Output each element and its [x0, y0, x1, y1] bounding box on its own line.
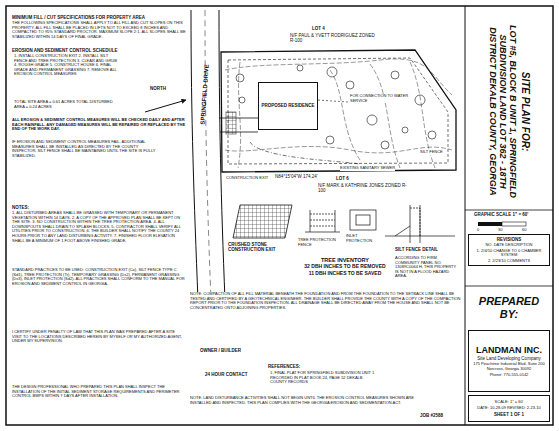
tree-protection-detail	[305, 210, 340, 232]
references-heading: REFERENCES:	[268, 364, 300, 369]
lot-number: LOT 6	[336, 176, 349, 181]
disturbance-note: NOTE: LAND DISTURBANCE ACTIVITIES SHALL …	[190, 396, 415, 405]
node-text: 1. 2/4/10 CHANGE TO 0 CHAMBER SYSTEM	[471, 249, 547, 258]
scale-bar	[478, 222, 526, 226]
house-outline: PROPOSED RESIDENCE	[258, 82, 318, 130]
job-number: JOB #2588	[420, 413, 443, 418]
trees	[236, 65, 436, 149]
sheet-info: SCALE: 1" = 60'DATE: 10-28-09 REVISED: 2…	[468, 395, 550, 422]
north-label: NORTH	[150, 86, 166, 91]
spec-note: THE FOLLOWING SPECIFICATIONS SHALL APPLY…	[12, 21, 187, 39]
callout-label: FOR CONNECTION TO WATER SERVICE	[350, 94, 410, 103]
lot-number: LOT 4	[312, 26, 325, 31]
node-heading: SCALE: 1" = 60'	[471, 400, 547, 405]
contact-label: 24 HOUR CONTACT	[205, 372, 247, 377]
sheet-border	[6, 6, 553, 425]
schedule-list: 1. INSTALL CONSTRUCTION EXIT 2. INSTALL …	[14, 54, 119, 77]
construction-exit-pad	[226, 112, 236, 134]
inlet-protection-detail	[350, 210, 376, 230]
sewer-line	[250, 142, 360, 164]
property-line	[221, 50, 456, 172]
spec-heading: MINIMUM FILL / CUT SPECIFICATIONS FOR PR…	[12, 15, 145, 20]
callout-label: EXISTING SANITARY SEWER	[340, 166, 395, 171]
node-heading: PROPOSED RESIDENCE	[261, 103, 315, 108]
construction-exit-detail	[233, 205, 292, 238]
preparer-heading: PREPARED BY:	[468, 290, 550, 326]
title-strip-dividers	[465, 210, 553, 286]
driveway	[219, 118, 258, 132]
maintenance-note: IF EROSION AND SEDIMENT CONTROL MEASURES…	[12, 140, 162, 158]
callout-label: SILT FENCE	[420, 150, 443, 155]
inventory-entry: 11 DBH INCHES TO BE SAVED	[300, 271, 390, 277]
inventory-heading: TREE INVENTORY	[300, 257, 390, 263]
detail-title: CRUSHED STONE CONSTRUCTION EXIT	[228, 242, 298, 252]
flood-note: ACCORDING TO FIRM COMMUNITY PANEL NO. 13…	[395, 256, 459, 279]
revisions-table: REVISIONSNO. DATE DESCRIPTION1. 2/4/10 C…	[468, 234, 550, 266]
detail-title: INLET PROTECTION	[346, 234, 382, 243]
node-text: 175 Peachtree Industrial Blvd. Suite 200…	[471, 362, 547, 371]
area-note: TOTAL SITE AREA = 0.61 ACRES TOTAL DISTU…	[14, 100, 124, 109]
practices-note: STANDARD PRACTICES TO BE USED: CONSTRUCT…	[12, 268, 187, 286]
node-heading: SITE PLAN FOR:	[519, 17, 531, 206]
owner-label: OWNER / BUILDER	[200, 348, 241, 353]
owner-name: N/F PAUL & YVETT RODRIGUEZ ZONED R-100	[290, 33, 380, 43]
inspection-note: THE DESIGN PROFESSIONAL WHO PREPARED THI…	[12, 385, 192, 399]
notes-heading: NOTES:	[12, 205, 29, 210]
company-block: LANDMAN INC.Site Land Developing Company…	[468, 330, 550, 392]
bearing-distance: N84°15'04"W 174.24'	[275, 174, 318, 179]
scale-number: 30	[498, 228, 502, 233]
scale-number: 60	[522, 228, 526, 233]
silt-fence-detail	[385, 205, 455, 243]
owner-name: N/F MARK & KATHRINE JONES ZONED R-100	[318, 183, 408, 193]
contour-lines	[225, 59, 452, 168]
callout-label: CONSTRUCTION EXIT	[226, 176, 268, 181]
node-text: DATE: 10-28-09 REVISED: 2-23-10	[471, 406, 547, 411]
scale-number: 0	[477, 228, 479, 233]
node-heading: PREPARED BY:	[470, 295, 548, 320]
schedule-heading: EROSION AND SEDIMENT CONTROL SCHEDULE	[12, 48, 118, 53]
node-text: LOT #5, BLOCK B UNIT 1, SPRINGFIELD SUBD…	[487, 17, 518, 206]
node-text: 2. 2/23/10 COMMENTS	[471, 259, 547, 264]
node-heading: LANDMAN INC.	[471, 345, 547, 355]
detail-title: TREE PROTECTION FENCE	[298, 238, 344, 247]
water-line	[318, 100, 348, 102]
node-text: NO. DATE DESCRIPTION	[471, 243, 547, 248]
general-notes: 1. ALL DISTURBED AREAS SHALL BE GRASSED …	[12, 211, 187, 243]
reference-entry: 1. FINAL PLAT FOR SPRINGFIELD SUBDIVISIO…	[270, 371, 380, 385]
road-edges	[191, 10, 225, 300]
detail-title: SILT FENCE DETAIL	[395, 247, 438, 252]
certification-note: I CERTIFY UNDER PENALTY OF LAW THAT THIS…	[12, 330, 182, 344]
title-strip-edge	[465, 6, 466, 425]
node-text: Site Land Developing Company	[471, 356, 547, 361]
inventory-entry: 32 DBH INCHES TO BE REMOVED	[300, 264, 390, 270]
compaction-note: NOTE: COMPACTION OF ALL FILL MATERIAL BE…	[190, 292, 462, 310]
street-name: SPRINGFIELD DRIVE	[199, 61, 210, 127]
inspection-note: ALL EROSION & SEDIMENT CONTROL MEASURES …	[12, 118, 187, 132]
north-arrow	[145, 100, 186, 112]
node-text: Phone: 770-555-0142	[471, 373, 547, 378]
title-block: SITE PLAN FOR:LOT #5, BLOCK B UNIT 1, SP…	[470, 15, 548, 208]
node-text: SHEET 1 OF 1	[471, 412, 547, 417]
scale-title: GRAPHIC SCALE 1" = 60'	[474, 212, 528, 217]
node-heading: REVISIONS	[471, 237, 547, 242]
